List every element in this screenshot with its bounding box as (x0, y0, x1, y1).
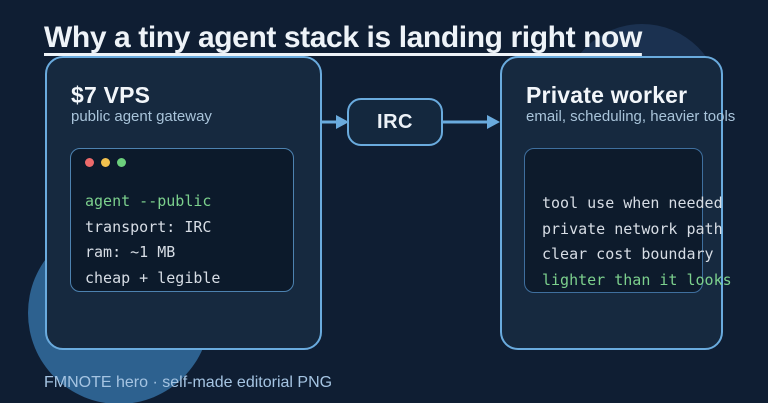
code-line: cheap + legible (85, 268, 221, 287)
page-title: Why a tiny agent stack is landing right … (44, 21, 642, 54)
vps-panel-title: $7 VPS (71, 82, 151, 108)
irc-node: IRC (347, 98, 443, 146)
code-line: lighter than it looks (542, 270, 732, 289)
code-line: private network path (542, 219, 723, 238)
arrow-right-icon (443, 115, 500, 129)
code-line: ram: ~1 MB (85, 243, 176, 261)
code-line: transport: IRC (85, 217, 212, 236)
footer-caption: FMNOTE hero · self-made editorial PNG (44, 374, 333, 391)
vps-terminal-window: agent --public transport: IRC ram: ~1 MB… (70, 148, 294, 292)
worker-panel: Private worker email, scheduling, heavie… (500, 56, 735, 350)
vps-panel: $7 VPS public agent gateway agent --publ… (45, 56, 322, 350)
worker-panel-title: Private worker (526, 82, 688, 108)
irc-node-label: IRC (377, 110, 413, 133)
code-line: agent --public (85, 192, 212, 210)
worker-terminal-code: tool use when needed private network pat… (542, 191, 732, 293)
worker-terminal-window: tool use when needed private network pat… (524, 148, 732, 293)
worker-panel-subtitle: email, scheduling, heavier tools (526, 108, 736, 125)
maximize-dot-icon (117, 158, 126, 167)
code-line: clear cost boundary (542, 245, 714, 263)
terminal-traffic-lights (85, 158, 126, 167)
minimize-dot-icon (101, 158, 110, 167)
vps-panel-subtitle: public agent gateway (71, 108, 212, 125)
close-dot-icon (85, 158, 94, 167)
arrow-left-icon (321, 115, 349, 129)
vps-terminal-code: agent --public transport: IRC ram: ~1 MB… (85, 189, 220, 291)
code-line: tool use when needed (542, 194, 723, 212)
